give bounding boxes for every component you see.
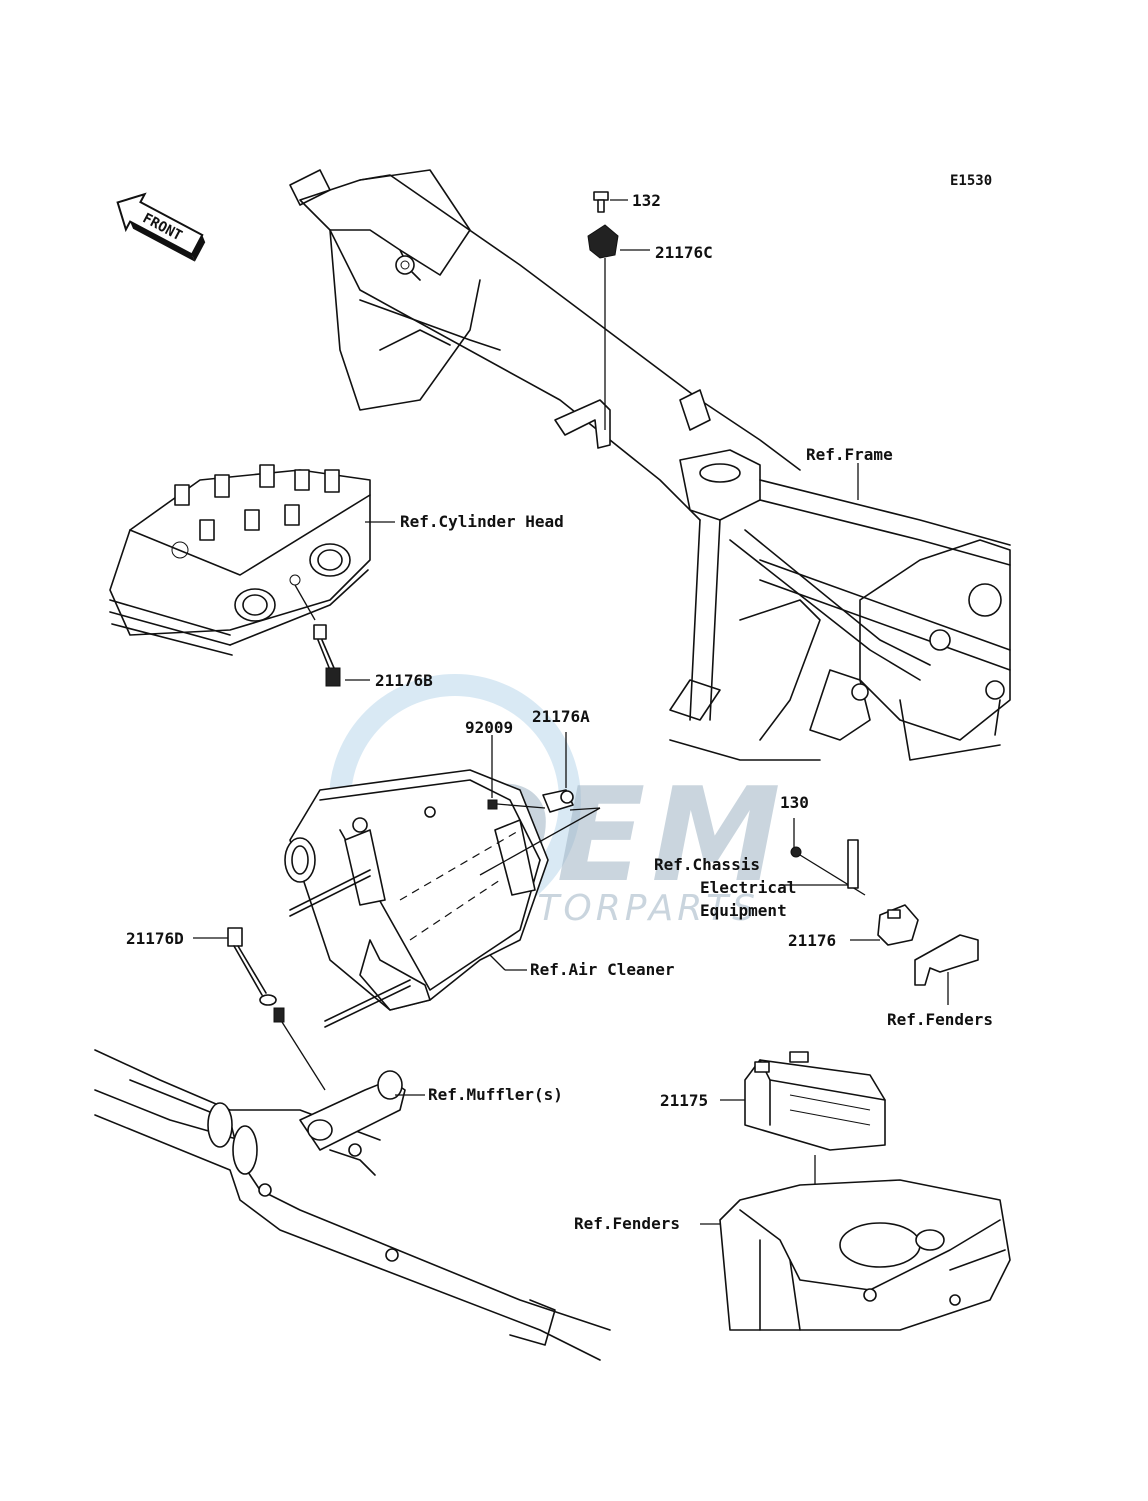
cylinder-head	[109, 464, 371, 656]
ref-air-cleaner-label: Ref.Air Cleaner	[530, 960, 675, 979]
callout-92009: 92009	[465, 718, 513, 737]
muffler	[94, 1049, 611, 1361]
front-arrow-icon: FRONT	[116, 192, 206, 262]
ref-chassis-line-3: Equipment	[700, 901, 787, 920]
air-cleaner	[284, 769, 549, 1028]
ref-chassis-line-1: Ref.Chassis	[654, 855, 760, 874]
diagram-code: E1530	[950, 173, 992, 189]
callout-21175: 21175	[660, 1091, 708, 1110]
sensor-21176D	[193, 927, 326, 1091]
ref-chassis-line-2: Electrical	[700, 878, 796, 897]
callout-132: 132	[632, 191, 661, 210]
callout-21176A: 21176A	[532, 707, 590, 726]
ref-cylinder-head-label: Ref.Cylinder Head	[400, 512, 564, 531]
air-cleaner-leader	[489, 954, 506, 971]
callout-21176: 21176	[788, 931, 836, 950]
ecu-21175	[720, 1051, 886, 1245]
callout-21176B: 21176B	[375, 671, 433, 690]
sensor-21176-assembly	[780, 818, 979, 1005]
sensor-21176A-assembly	[479, 732, 601, 876]
frame	[289, 169, 1011, 761]
callout-130: 130	[780, 793, 809, 812]
ref-frame-label: Ref.Frame	[806, 445, 893, 464]
callout-21176D: 21176D	[126, 929, 184, 948]
ref-fenders-bottom-label: Ref.Fenders	[574, 1214, 680, 1233]
sensor-21176B	[294, 584, 341, 687]
callout-21176C: 21176C	[655, 243, 713, 262]
fender-tray	[700, 1179, 1011, 1331]
sensor-21176C-assembly	[587, 191, 650, 430]
ref-muffler-label: Ref.Muffler(s)	[428, 1085, 563, 1104]
ref-fenders-right-label: Ref.Fenders	[887, 1010, 993, 1029]
